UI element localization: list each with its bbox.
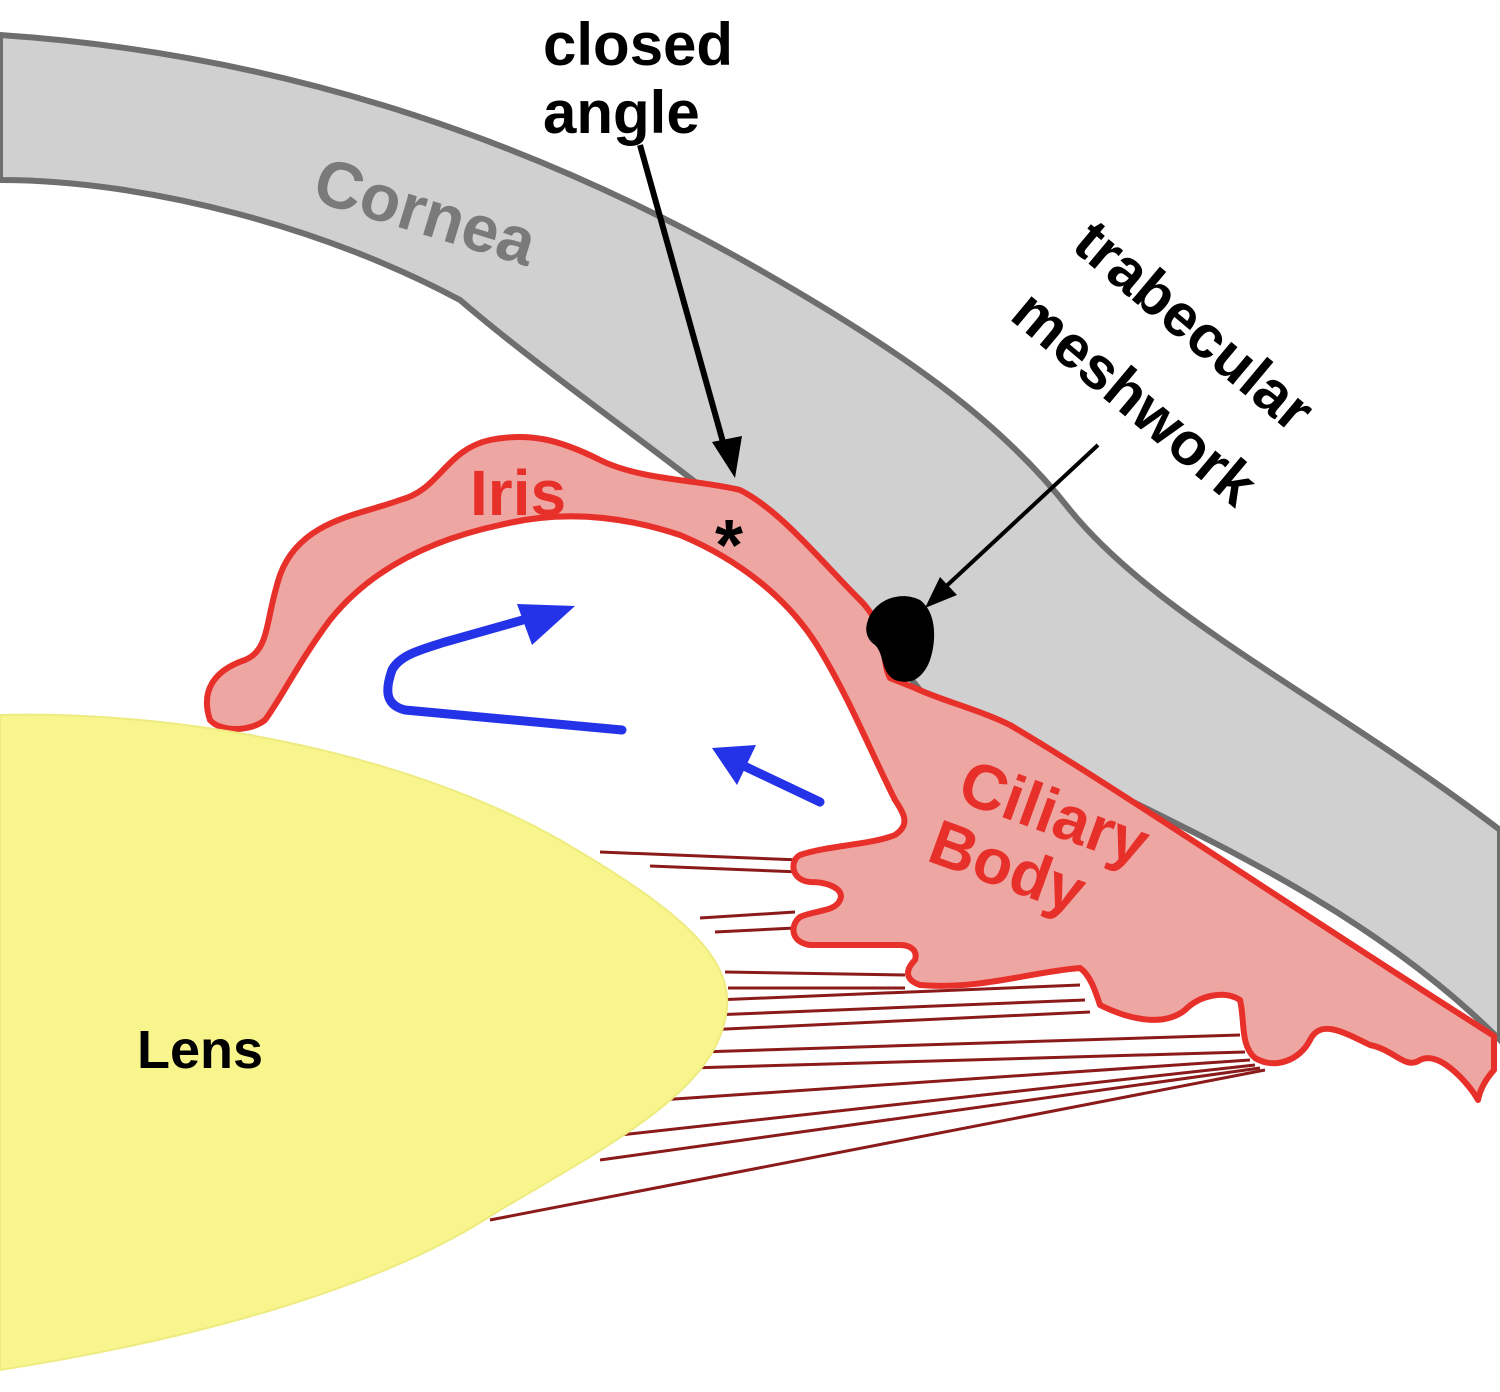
- zonule-fiber: [704, 1010, 1091, 1032]
- iris-label: Iris: [470, 457, 566, 529]
- zonule-fiber: [711, 998, 1086, 1017]
- zonule-fiber: [489, 1068, 1266, 1222]
- asterisk-label: *: [715, 506, 743, 586]
- zonule-fiber: [714, 983, 1081, 1002]
- lens: [0, 713, 729, 1372]
- zonule-fiber: [649, 864, 801, 874]
- flow-arrow-u-turn: [383, 613, 627, 735]
- zonule-fiber: [699, 910, 796, 920]
- aqueous-flow-arrows: [383, 613, 825, 807]
- pointer-arrows: [637, 144, 1100, 594]
- zonule-fiber: [659, 1058, 1251, 1102]
- trabecular-arrowhead: [925, 577, 957, 608]
- flow-arrow-head-lower: [712, 745, 756, 785]
- zonule-fiber: [599, 1066, 1261, 1162]
- zonule-fiber: [699, 1033, 1241, 1054]
- closed-angle-label-line2: angle: [543, 79, 700, 146]
- trabecular-meshwork-blob: [866, 596, 935, 682]
- zonule-fiber: [714, 926, 796, 934]
- flow-arrow-head-upper: [517, 604, 575, 645]
- closed-angle-arrowhead: [712, 436, 742, 478]
- zonule-fibers: [489, 850, 1266, 1222]
- cornea: [0, 31, 1500, 1045]
- zonule-fiber: [619, 1063, 1256, 1137]
- zonule-fiber: [689, 1050, 1246, 1070]
- trabecular-pointer: [938, 443, 1100, 594]
- zonule-fiber: [599, 850, 801, 862]
- zonule-fiber: [724, 970, 906, 977]
- lens-label: Lens: [137, 1020, 263, 1080]
- closed-angle-label-line1: closed: [543, 11, 733, 78]
- iris-ciliary-body: [203, 433, 1497, 1103]
- closed-angle-pointer: [637, 144, 731, 461]
- flow-arrow-short: [737, 760, 825, 807]
